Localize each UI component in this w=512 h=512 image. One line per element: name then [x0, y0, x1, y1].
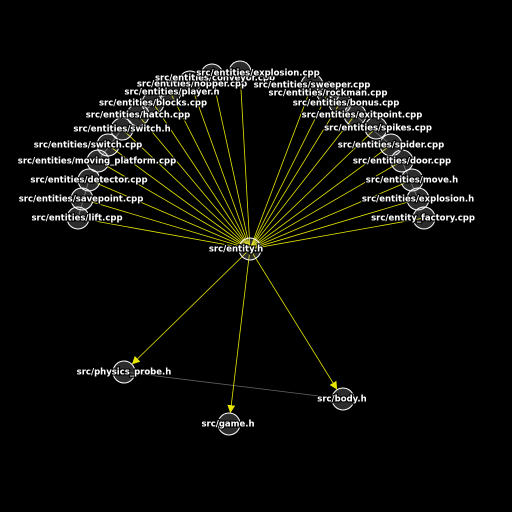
node-label-savepoint: src/entities/savepoint.cpp — [19, 195, 144, 205]
edge-detector-entity_h — [88, 179, 251, 250]
node-label-switch_h: src/entities/switch.h — [73, 125, 170, 135]
node-label-spider: src/entities/spider.cpp — [338, 141, 444, 151]
node-label-moving_platform: src/entities/moving_platform.cpp — [18, 157, 176, 167]
edge-entity_factory-entity_h — [249, 217, 425, 250]
nodes-layer — [66, 60, 436, 436]
node-hatch[interactable] — [126, 103, 150, 127]
node-label-explosion_cpp: src/entities/explosion.cpp — [196, 69, 319, 79]
edge-door-entity_h — [249, 160, 403, 250]
node-label-game_h: src/game.h — [201, 420, 254, 430]
edge-lift-entity_h — [77, 217, 251, 250]
node-label-detector: src/entities/detector.cpp — [30, 176, 147, 186]
edge-conveyor-entity_h — [211, 74, 251, 250]
edge-moving_platform-entity_h — [97, 160, 251, 250]
node-physics_probe[interactable] — [112, 360, 136, 384]
node-label-move: src/entities/move.h — [366, 176, 458, 186]
node-switch_cpp[interactable] — [96, 133, 120, 157]
node-label-bonus: src/entities/bonus.cpp — [293, 99, 400, 109]
node-bonus[interactable] — [328, 91, 352, 115]
node-rockman[interactable] — [316, 81, 340, 105]
edge-entity_h-body_h — [249, 248, 338, 390]
edge-sweeper-bonus — [311, 84, 341, 104]
edge-hatch-entity_h — [137, 114, 251, 250]
node-label-physics_probe: src/physics_probe.h — [77, 368, 172, 378]
edge-player-entity_h — [169, 91, 251, 250]
node-spikes[interactable] — [364, 116, 388, 140]
node-conveyor[interactable] — [200, 63, 224, 87]
node-label-door: src/entities/door.cpp — [353, 157, 451, 167]
edge-sweeper-entity_h — [249, 84, 313, 250]
edge-door-explosion_h — [401, 160, 419, 200]
edge-moving_platform-switch_h — [97, 128, 123, 162]
node-label-blocks: src/entities/blocks.cpp — [99, 99, 207, 109]
edge-move-entity_h — [249, 179, 413, 250]
node-hopper[interactable] — [178, 70, 202, 94]
edge-hatch-player — [137, 91, 171, 116]
node-exitpoint[interactable] — [343, 103, 367, 127]
edge-spikes-entity_h — [249, 127, 377, 250]
node-door[interactable] — [390, 149, 414, 173]
edge-exitpoint-entity_h — [249, 114, 356, 250]
edge-explosion_cpp-entity_h — [239, 71, 251, 250]
node-label-explosion_h: src/entities/explosion.h — [362, 195, 474, 205]
node-switch_h[interactable] — [110, 117, 134, 141]
labels-layer: src/entities/lift.cpp src/entities/savepo… — [17, 67, 476, 430]
node-label-conveyor: src/entities/conveyor.cpp — [155, 74, 275, 84]
node-player[interactable] — [158, 80, 182, 104]
edge-switch_h-entity_h — [121, 128, 251, 250]
node-lift[interactable] — [66, 206, 90, 230]
node-label-hopper: src/entities/hopper.cpp — [137, 80, 247, 90]
edge-entity_h-game_h — [227, 248, 251, 414]
node-entity_h[interactable] — [238, 237, 262, 261]
edge-bonus-entity_h — [249, 102, 341, 250]
edges-layer — [77, 71, 425, 414]
node-body_h[interactable] — [331, 387, 355, 411]
node-move[interactable] — [400, 168, 424, 192]
node-label-switch_cpp: src/entities/switch.cpp — [34, 141, 143, 151]
node-explosion_h[interactable] — [406, 187, 430, 211]
node-label-entity_factory: src/entity_factory.cpp — [371, 214, 475, 224]
edge-explosion_h-entity_h — [249, 198, 419, 250]
node-explosion_cpp[interactable] — [228, 60, 252, 84]
edge-exitpoint-spider — [354, 114, 392, 146]
node-label-spikes: src/entities/spikes.cpp — [324, 124, 432, 134]
edge-hopper-entity_h — [189, 81, 251, 250]
edge-switch_cpp-entity_h — [107, 144, 251, 250]
node-label-rockman: src/entities/rockman.cpp — [269, 89, 388, 99]
edge-savepoint-entity_h — [81, 198, 251, 250]
node-label-exitpoint: src/entities/exitpoint.cpp — [302, 111, 423, 121]
edge-lift-detector — [77, 179, 90, 219]
edge-hopper-explosion_cpp — [189, 71, 241, 83]
node-label-player: src/entities/player.h — [124, 88, 219, 98]
node-label-body_h: src/body.h — [317, 395, 366, 405]
node-detector[interactable] — [77, 168, 101, 192]
node-label-sweeper: src/entities/sweeper.cpp — [254, 81, 371, 91]
node-label-lift: src/entities/lift.cpp — [31, 214, 122, 224]
node-game_h[interactable] — [217, 412, 241, 436]
node-label-entity_h: src/entity.h — [209, 245, 263, 255]
node-blocks[interactable] — [141, 91, 165, 115]
edge-rockman-entity_h — [249, 92, 329, 250]
node-entity_factory[interactable] — [412, 206, 436, 230]
node-spider[interactable] — [379, 133, 403, 157]
node-label-hatch: src/entities/hatch.cpp — [86, 111, 190, 121]
edge-spider-entity_h — [249, 144, 392, 250]
edge-blocks-entity_h — [152, 102, 251, 250]
edge-entity_h-physics_probe — [131, 248, 251, 365]
